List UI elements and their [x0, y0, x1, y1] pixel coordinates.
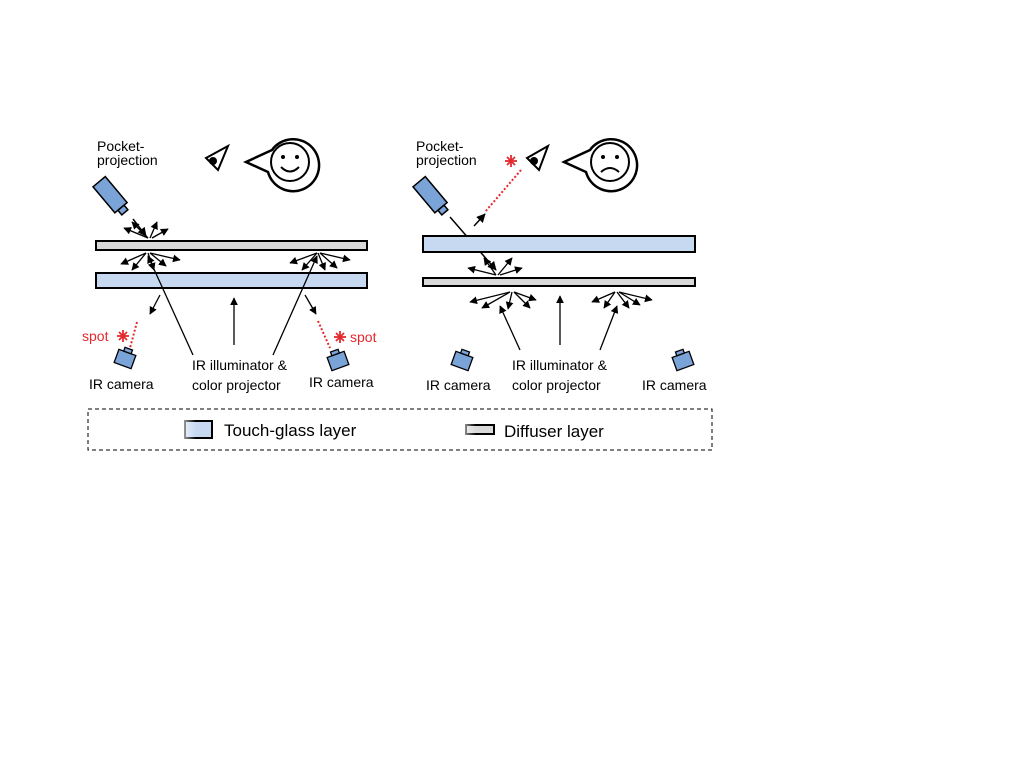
- ir-camera-label-right: IR camera: [642, 377, 707, 393]
- eye-icon: [204, 143, 231, 172]
- pocket-projector-icon: [411, 175, 449, 216]
- spot-marker-right: [334, 331, 346, 343]
- illuminator-label-line2: color projector: [512, 377, 601, 393]
- legend-swatch-diffuser: [456, 422, 495, 437]
- ir-camera-icon-left: [113, 346, 137, 370]
- legend-swatch-touch-glass: [176, 419, 213, 440]
- touch-glass-layer-right: [422, 235, 696, 253]
- pocket-projection-label-line2: projection: [97, 152, 158, 168]
- spot-marker-left: [117, 330, 129, 342]
- spot-label-right: spot: [350, 329, 377, 345]
- eye-icon: [525, 143, 550, 172]
- legend-touch-glass-label: Touch-glass layer: [224, 421, 357, 440]
- left-panel: Pocket- projection: [82, 137, 377, 393]
- pocket-projection-label-line1: Pocket-: [97, 138, 145, 154]
- pocket-projection-label-line2: projection: [416, 152, 477, 168]
- ir-camera-label-left: IR camera: [89, 376, 154, 392]
- illuminator-label-line1: IR illuminator &: [512, 357, 608, 373]
- ir-camera-icon-right: [671, 348, 695, 372]
- diffuser-layer-right: [422, 277, 696, 287]
- pocket-projector-icon: [91, 175, 129, 216]
- spot-marker-eye: [505, 155, 517, 167]
- diffuser-layer-left: [95, 240, 368, 251]
- right-panel: Pocket- projection: [411, 137, 707, 393]
- illuminator-label-line2: color projector: [192, 377, 281, 393]
- legend-diffuser-label: Diffuser layer: [504, 422, 604, 441]
- smiley-face-icon: [242, 137, 321, 193]
- ir-camera-icon-right: [326, 348, 350, 372]
- legend: Touch-glass layer Diffuser layer: [87, 408, 713, 451]
- ir-camera-label-right: IR camera: [309, 374, 374, 390]
- pocket-projection-label-line1: Pocket-: [416, 138, 464, 154]
- touch-glass-layer-left: [95, 272, 368, 289]
- spot-label-left: spot: [82, 328, 109, 344]
- legend-box: [87, 408, 713, 451]
- frowny-face-icon: [560, 137, 639, 193]
- ir-camera-label-left: IR camera: [426, 377, 491, 393]
- ir-camera-icon-left: [450, 348, 474, 372]
- illuminator-label-line1: IR illuminator &: [192, 357, 288, 373]
